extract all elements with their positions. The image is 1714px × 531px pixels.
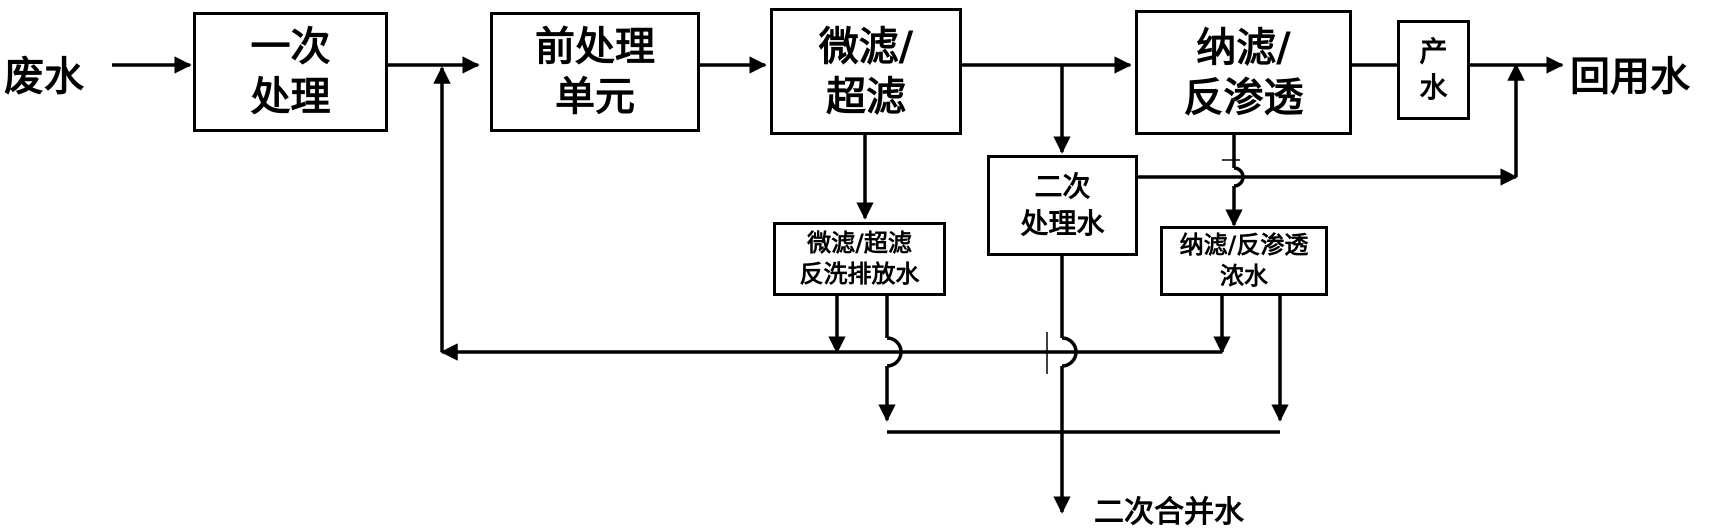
reuse-water-label: 回用水 — [1570, 54, 1690, 100]
pretreatment-unit-box: 前处理 单元 — [490, 12, 700, 132]
combined-water-label: 二次合并水 — [1094, 495, 1244, 530]
secondary-treated-water-box: 二次 处理水 — [987, 155, 1138, 256]
primary-treatment-box: 一次 处理 — [193, 12, 388, 132]
mf-uf-box: 微滤/ 超滤 — [770, 8, 962, 135]
nf-ro-box: 纳滤/ 反渗透 — [1135, 10, 1352, 135]
wastewater-label: 废水 — [4, 54, 84, 100]
nf-ro-concentrate-box: 纳滤/反渗透 浓水 — [1160, 226, 1328, 296]
product-water-box: 产 水 — [1397, 20, 1470, 120]
backwash-discharge-box: 微滤/超滤 反洗排放水 — [773, 222, 946, 296]
